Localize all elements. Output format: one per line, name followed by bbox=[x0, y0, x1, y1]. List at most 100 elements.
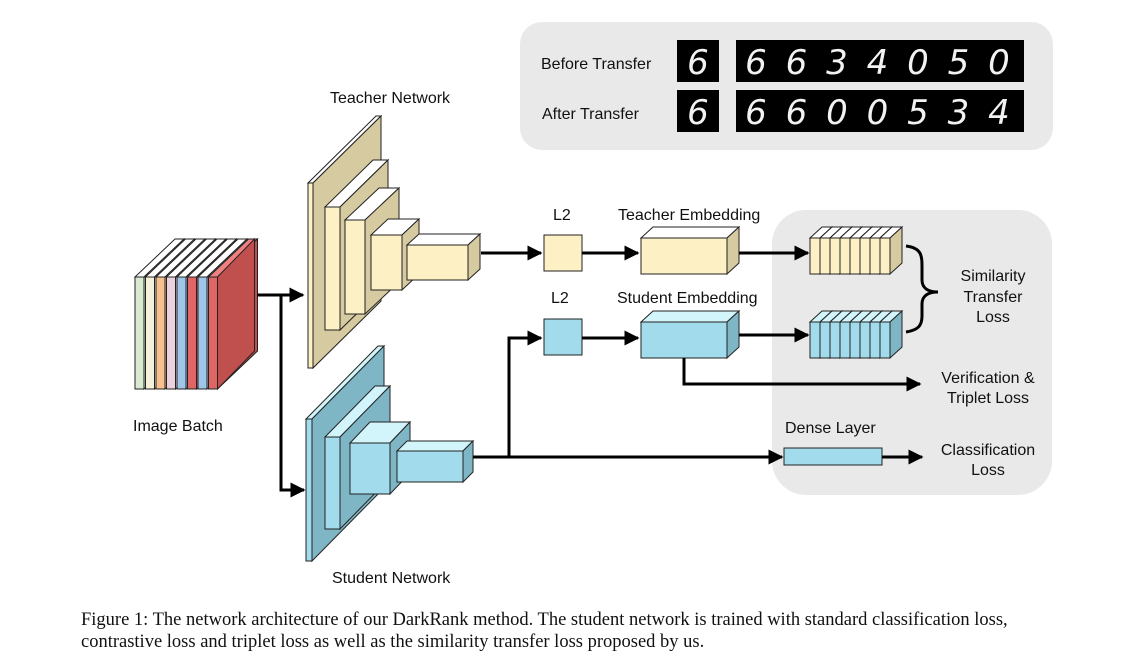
teacher-similarity-stack-slice-7-front bbox=[869, 237, 881, 275]
batch-slice-7-front bbox=[197, 276, 208, 390]
dense-layer-label: Dense Layer bbox=[785, 420, 876, 437]
l2-student-box bbox=[543, 318, 583, 356]
classification-loss-line1: Classification bbox=[941, 442, 1035, 459]
teacher-layer-5-top bbox=[405, 233, 482, 246]
after-result-digit-5: 5 bbox=[907, 93, 929, 133]
teacher-embedding-box bbox=[639, 225, 741, 276]
teacher-embedding-box-top bbox=[639, 226, 741, 239]
teacher-layer-4-front bbox=[370, 234, 403, 291]
after-result-digit-3: 0 bbox=[826, 93, 848, 133]
student-similarity-stack-slice-7-front bbox=[869, 321, 881, 359]
batch-to-student-arrow bbox=[279, 295, 306, 498]
before-result-digit-2: 6 bbox=[786, 43, 808, 83]
image-batch-label: Image Batch bbox=[133, 418, 223, 435]
before-result-digit-3: 3 bbox=[826, 43, 848, 83]
teacher-embedding-label: Teacher Embedding bbox=[618, 207, 760, 224]
after-result-digit-4: 0 bbox=[867, 93, 889, 133]
student-similarity-stack-slice-2-front bbox=[819, 321, 831, 359]
student-similarity-stack-slice-4-front bbox=[839, 321, 851, 359]
batch-slice-5-front bbox=[176, 276, 187, 390]
student-layer-1-front bbox=[305, 418, 313, 562]
teacher-layer-1-front bbox=[307, 182, 314, 369]
teacher-similarity-stack-slice-2-front bbox=[819, 237, 831, 275]
after-result-digit-2: 6 bbox=[786, 93, 808, 133]
before-result-digit-7: 0 bbox=[988, 43, 1010, 83]
before-query-digit: 6 bbox=[687, 43, 709, 83]
student-network-label: Student Network bbox=[332, 570, 451, 587]
dense-layer-box bbox=[783, 447, 883, 466]
teacher-similarity-stack bbox=[808, 225, 904, 276]
student-embedding-box-top bbox=[639, 310, 741, 323]
teacher-similarity-stack-slice-1-front bbox=[809, 237, 821, 275]
student-similarity-stack-slice-5-front bbox=[849, 321, 861, 359]
teacher-similarity-stack-slice-8 bbox=[878, 225, 904, 276]
after-result-digit-7: 4 bbox=[988, 93, 1010, 133]
teacher-layer-3-front bbox=[344, 219, 366, 315]
after-results-strip bbox=[736, 90, 1024, 132]
student-similarity-stack-slice-3-front bbox=[829, 321, 841, 359]
similarity-stacks bbox=[808, 225, 904, 360]
student-similarity-stack bbox=[808, 309, 904, 360]
similarity-brace bbox=[905, 244, 939, 334]
batch-slice-6-front bbox=[187, 276, 197, 390]
caption-line-1: Figure 1: The network architecture of ou… bbox=[81, 610, 1008, 630]
batch-slice-3-front bbox=[155, 276, 166, 390]
figure-caption: Figure 1: The network architecture of ou… bbox=[81, 609, 1111, 653]
student-layer-3 bbox=[348, 420, 412, 496]
student-layer-4 bbox=[395, 439, 475, 484]
before-result-digit-5: 0 bbox=[907, 43, 929, 83]
student-similarity-stack-slice-6-front bbox=[859, 321, 871, 359]
student-similarity-stack-slice-8-front bbox=[879, 321, 891, 359]
teacher-layer-5-front bbox=[406, 244, 469, 281]
after-result-digit-6: 3 bbox=[948, 93, 970, 133]
connectors bbox=[257, 245, 924, 498]
before-result-digit-6: 5 bbox=[948, 43, 970, 83]
student-layer-2-front bbox=[324, 436, 341, 530]
teacher-similarity-stack-slice-6-front bbox=[859, 237, 871, 275]
classification-loss-line2: Loss bbox=[971, 462, 1005, 479]
batch-slice-4-front bbox=[166, 276, 176, 390]
batch-slice-8-front bbox=[208, 276, 218, 390]
before-results-strip bbox=[736, 40, 1024, 82]
batch-slice-1-front bbox=[134, 276, 145, 390]
after-query-digit: 6 bbox=[687, 93, 709, 133]
student-layer-4-front bbox=[396, 450, 464, 483]
student-layer-3-front bbox=[349, 442, 391, 495]
similarity-loss-line3: Loss bbox=[976, 309, 1010, 326]
student-layer-4-top bbox=[395, 440, 475, 452]
caption-line-2: contrastive loss and triplet loss as wel… bbox=[81, 632, 705, 652]
student-embedding-label: Student Embedding bbox=[617, 290, 758, 307]
before-query-image bbox=[677, 40, 719, 82]
student-embedding-box-front bbox=[640, 321, 728, 359]
before-result-digit-4: 4 bbox=[867, 43, 889, 83]
teacher-network bbox=[306, 114, 482, 370]
student-embedding-to-verification-arrow bbox=[682, 358, 922, 392]
l2-student-label: L2 bbox=[551, 290, 569, 307]
batch-slice-2-front bbox=[145, 276, 155, 390]
similarity-loss-line2: Transfer bbox=[964, 289, 1024, 306]
teacher-similarity-stack-slice-3-front bbox=[829, 237, 841, 275]
embeddings bbox=[639, 225, 741, 360]
after-result-digit-1: 6 bbox=[745, 93, 767, 133]
verification-loss-line2: Triplet Loss bbox=[947, 390, 1029, 407]
student-network bbox=[304, 344, 475, 563]
before-result-digit-1: 6 bbox=[745, 43, 767, 83]
teacher-similarity-stack-slice-8-front bbox=[879, 237, 891, 275]
image-batch-stack bbox=[133, 237, 259, 391]
verification-loss-line1: Verification & bbox=[941, 370, 1035, 387]
teacher-layer-5 bbox=[405, 232, 482, 282]
loss-panel bbox=[772, 210, 1052, 495]
similarity-loss-line1: Similarity bbox=[961, 268, 1026, 285]
l2-teacher-box bbox=[543, 234, 583, 272]
teacher-layer-2-front bbox=[324, 206, 341, 331]
student-similarity-stack-slice-1-front bbox=[809, 321, 821, 359]
after-query-image bbox=[677, 90, 719, 132]
teacher-network-label: Teacher Network bbox=[330, 90, 451, 107]
after-transfer-label: After Transfer bbox=[542, 106, 640, 123]
batch-side-face bbox=[217, 237, 255, 391]
teacher-similarity-stack-slice-4-front bbox=[839, 237, 851, 275]
l2-teacher-label: L2 bbox=[553, 207, 571, 224]
student-to-l2-arrow bbox=[473, 330, 543, 459]
